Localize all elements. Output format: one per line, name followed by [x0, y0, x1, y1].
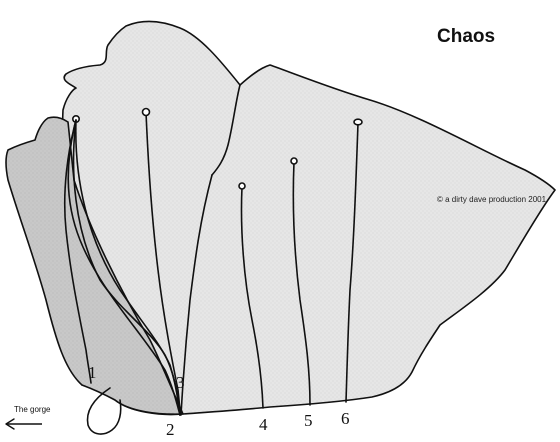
left-arrow-icon — [5, 418, 42, 430]
gorge-loop — [86, 387, 122, 435]
face-crack — [211, 84, 241, 176]
route-6-line — [345, 122, 359, 403]
route-4-anchor — [238, 182, 246, 190]
shaded-buttress — [5, 116, 184, 415]
route-1-line — [63, 119, 92, 384]
route-5-number: 5 — [304, 411, 313, 430]
route-lines — [63, 107, 363, 416]
credit-text: © a dirty dave production 2001 — [437, 195, 547, 204]
route-4-line — [240, 186, 264, 409]
crack-to-base-line — [180, 174, 213, 416]
route-2-right-line — [75, 119, 181, 416]
rock-face — [61, 20, 556, 416]
route-4-number: 4 — [259, 415, 268, 434]
route-3-anchor — [141, 107, 151, 117]
exit-label: The gorge — [14, 405, 51, 414]
route-2-number: 2 — [166, 420, 175, 439]
page-title: Chaos — [437, 26, 495, 47]
route-6-number: 6 — [341, 409, 350, 428]
route-numbers: 1 2 3 4 5 6 — [88, 363, 350, 439]
route-6-anchor — [353, 118, 363, 126]
route-5-line — [292, 161, 311, 406]
route-1-number: 1 — [88, 363, 97, 382]
route-5-anchor — [290, 157, 298, 165]
route-3-number: 3 — [176, 373, 185, 392]
route-3-line — [145, 111, 181, 416]
